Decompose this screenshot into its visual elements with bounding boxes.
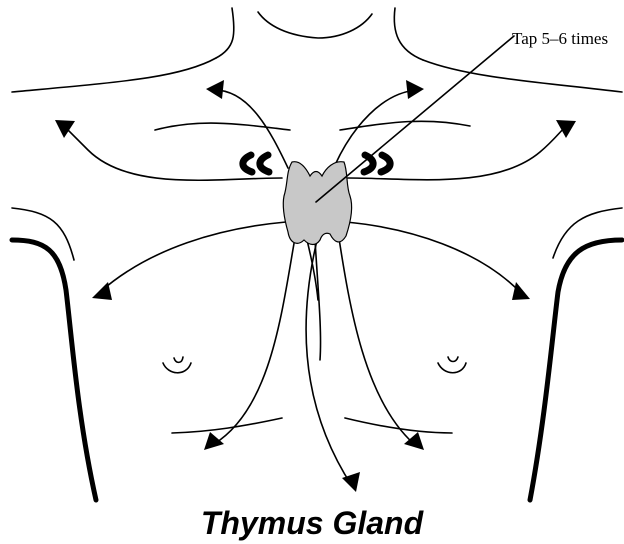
thymus-gland xyxy=(283,162,351,245)
annotation-pointer-line xyxy=(316,36,514,202)
shoulder-outline xyxy=(12,58,622,92)
pectoral-lines xyxy=(172,418,452,433)
neck-outline xyxy=(216,8,423,60)
torso-outline xyxy=(12,208,622,500)
left-nipple xyxy=(163,357,191,373)
annotation-label: Tap 5–6 times xyxy=(512,29,608,48)
right-nipple xyxy=(438,357,466,373)
left-vibration-marks xyxy=(243,155,269,172)
diagram-title: Thymus Gland xyxy=(201,505,425,541)
clavicle-lines xyxy=(155,121,470,130)
energy-flow-lines xyxy=(62,90,566,486)
